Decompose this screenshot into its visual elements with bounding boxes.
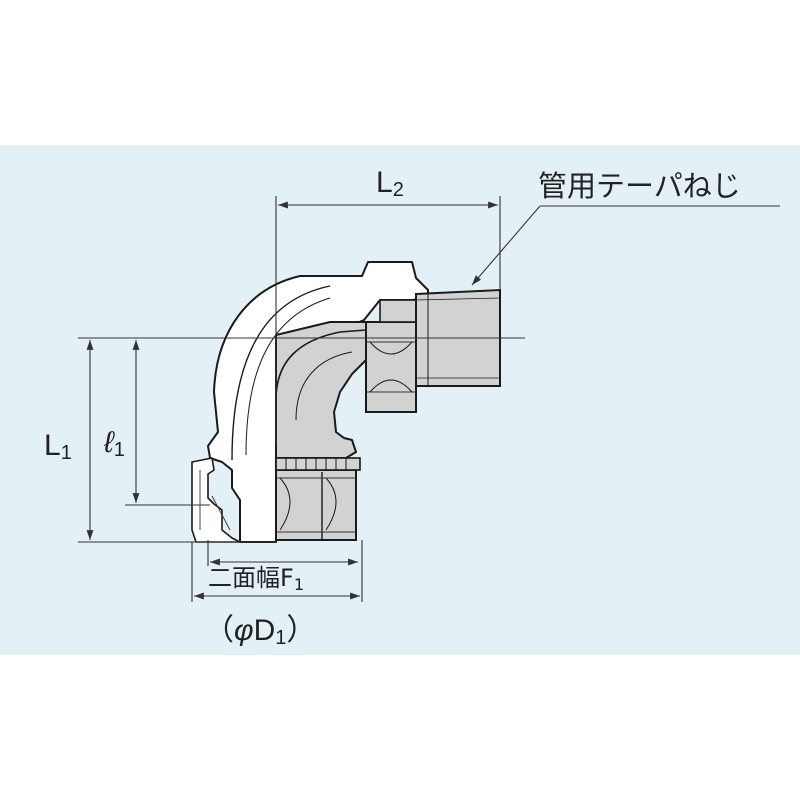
- diameter-label: （φD1）: [204, 614, 316, 649]
- upper-hex-nut: [365, 321, 417, 413]
- l2-label: L2: [376, 166, 404, 201]
- elbow-inner-curve: [231, 285, 331, 461]
- elbow-section-inner: [295, 351, 353, 421]
- collar-ring: [275, 457, 361, 471]
- thread-leader: [471, 205, 541, 286]
- elbow-section: [275, 321, 367, 459]
- dimension-lines: [78, 196, 780, 602]
- fitting-body: [191, 261, 501, 543]
- elbow-section-bend: [275, 329, 367, 401]
- dimension-labels: L2 L1 ℓ1 管用テーパねじ 二面幅F1 （φD1）: [44, 166, 741, 649]
- elbow-inner-curve-2: [245, 297, 331, 456]
- l1-label: L1: [44, 429, 72, 464]
- thread-label: 管用テーパねじ: [538, 169, 741, 203]
- ell1-label: ℓ1: [103, 426, 125, 461]
- lower-hex-nut: [275, 469, 357, 541]
- hex-width-label: 二面幅F1: [208, 564, 304, 594]
